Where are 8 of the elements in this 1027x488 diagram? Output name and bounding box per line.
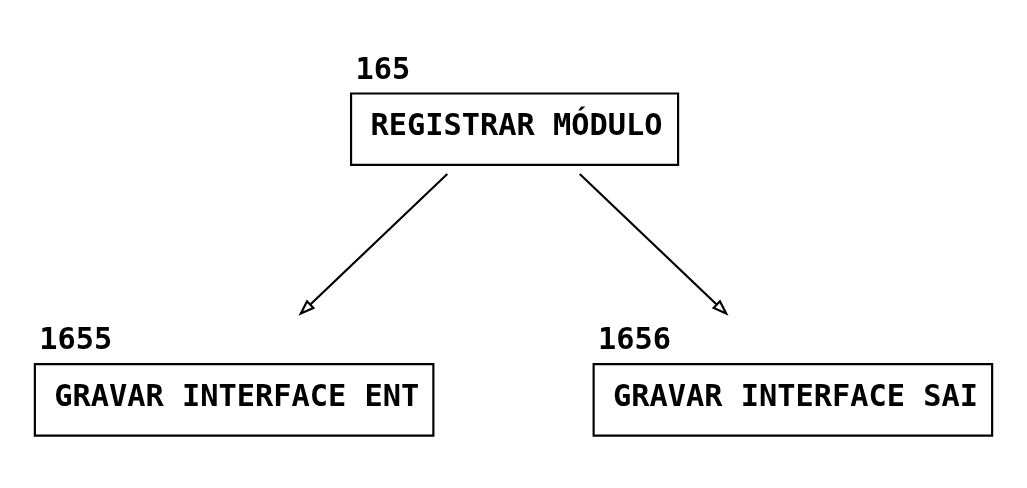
arrow [298, 173, 449, 316]
arrow [578, 173, 729, 316]
node-box: REGISTRAR MÓDULO [349, 92, 680, 167]
node-box: GRAVAR INTERFACE SAI [592, 363, 994, 437]
node-label: 1655 [39, 321, 113, 357]
node-label: 165 [355, 50, 411, 86]
node-label: 1656 [597, 321, 671, 357]
node-box: GRAVAR INTERFACE ENT [33, 363, 435, 437]
